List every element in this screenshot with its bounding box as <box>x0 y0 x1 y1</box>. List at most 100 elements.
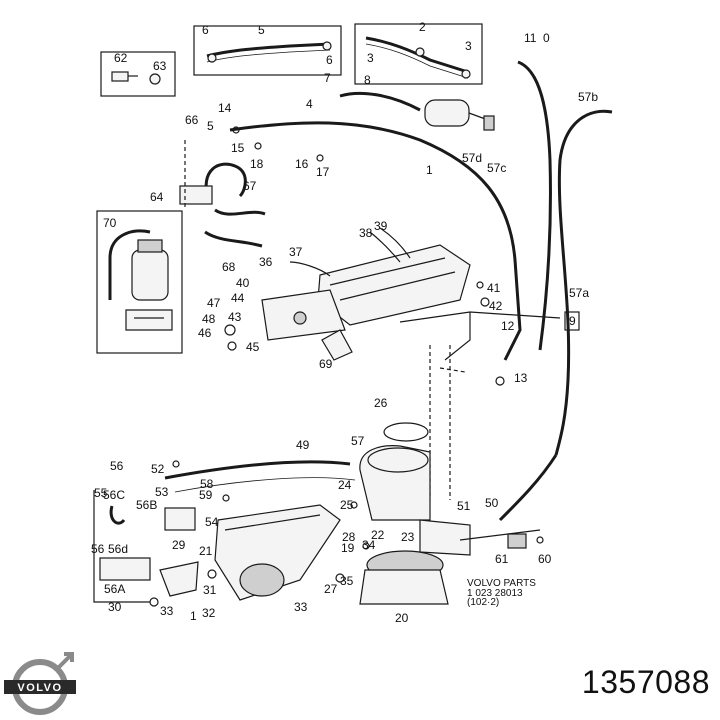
callout-label: 70 <box>103 216 117 230</box>
logo-text: VOLVO <box>17 682 62 694</box>
hose-union-64 <box>179 185 213 205</box>
callout-label: 1 <box>426 163 433 177</box>
callout-label: 5 <box>207 119 214 133</box>
callout-label: 58 <box>200 477 214 491</box>
callout-label: 16 <box>295 157 309 171</box>
callout-label: 61 <box>495 552 509 566</box>
callout-label: 25 <box>340 498 354 512</box>
bracket-9-box <box>564 311 580 331</box>
callout-label: 11 <box>524 31 537 45</box>
callout-label: 29 <box>172 538 186 552</box>
callout-label: 17 <box>316 165 330 179</box>
callout-label: 57c <box>487 161 506 175</box>
callout-label: 4 <box>306 97 313 111</box>
inset-frame-bracket <box>93 490 150 603</box>
callout-label: 18 <box>250 157 264 171</box>
callout-label: 31 <box>203 583 217 597</box>
hose-set-left <box>206 41 332 63</box>
callout-label: 40 <box>236 276 250 290</box>
callout-label: 27 <box>324 582 338 596</box>
callout-label: 19 <box>341 541 355 555</box>
callout-label: 57d <box>462 151 482 165</box>
callout-label: 69 <box>319 357 333 371</box>
inset-frame-sensor <box>100 51 176 97</box>
callout-label: 33 <box>294 600 308 614</box>
callout-label: 57 <box>351 434 365 448</box>
connector-60 <box>507 533 527 549</box>
callout-label: 36 <box>259 255 273 269</box>
inset-frame-hoses-left <box>193 25 342 76</box>
callout-label: 54 <box>205 515 219 529</box>
callout-label: 38 <box>359 226 373 240</box>
callout-label: 28 <box>342 530 356 544</box>
callout-label: 53 <box>155 485 169 499</box>
callout-label: 2 <box>419 20 426 34</box>
callout-label: 59 <box>199 488 213 502</box>
callout-label: 6 <box>202 23 209 37</box>
callout-label: 34 <box>362 538 376 552</box>
inset-frame-fuel-pump <box>96 210 183 354</box>
callout-label: 55 <box>94 486 108 500</box>
callout-label: 46 <box>198 326 212 340</box>
hose-64 <box>204 162 247 201</box>
callout-label: 50 <box>485 496 499 510</box>
hose-67 <box>214 208 266 216</box>
callout-label: 63 <box>153 59 167 73</box>
callout-label: 3 <box>465 39 472 53</box>
callout-label: 26 <box>374 396 388 410</box>
callout-label: 60 <box>538 552 552 566</box>
throttle-housing <box>214 504 341 601</box>
callout-label: 21 <box>199 544 213 558</box>
callout-label: 6 <box>326 53 333 67</box>
callout-label: 56 <box>91 542 105 556</box>
callout-label: 32 <box>202 606 216 620</box>
callout-label: 23 <box>401 530 415 544</box>
callout-label: 56d <box>108 542 128 556</box>
callout-label: 44 <box>231 291 245 305</box>
stamp-line-1: VOLVO PARTS <box>467 578 536 589</box>
callout-label: 57b <box>578 90 598 104</box>
air-flow-meter <box>359 422 471 605</box>
callout-label: 56C <box>103 488 125 502</box>
callout-label: 30 <box>108 600 122 614</box>
pipe-61 <box>459 529 541 541</box>
callout-label: 49 <box>296 438 310 452</box>
hose-set-right <box>365 36 471 79</box>
callout-label: 48 <box>202 312 216 326</box>
callout-label: 9 <box>569 314 576 328</box>
callout-label: 35 <box>340 574 354 588</box>
callout-label: 14 <box>218 101 232 115</box>
fuel-line-57b <box>554 109 613 456</box>
bracket-arm <box>444 312 471 361</box>
callout-label: 56B <box>136 498 157 512</box>
callout-label: 20 <box>395 611 409 625</box>
callout-label: 39 <box>374 219 388 233</box>
hose-68 <box>204 230 263 248</box>
callout-label: 7 <box>324 71 331 85</box>
callout-label: 45 <box>246 340 260 354</box>
fuel-line-return <box>498 454 558 522</box>
injector-line-38 <box>369 231 401 263</box>
fuel-filter <box>424 99 495 131</box>
callout-label: 66 <box>185 113 199 127</box>
callout-label: 56 <box>110 459 124 473</box>
part-number: 1357088 <box>581 664 710 700</box>
callout-label: 56A <box>104 582 125 596</box>
callout-label: 15 <box>231 141 245 155</box>
hose-49 <box>164 460 351 480</box>
aux-air-valve <box>99 505 199 597</box>
callout-label: 5 <box>258 23 265 37</box>
callout-label: 24 <box>338 478 352 492</box>
callout-label: 12 <box>501 319 515 333</box>
callout-label: 22 <box>371 528 385 542</box>
callout-label: 67 <box>243 179 257 193</box>
callout-label: 62 <box>114 51 128 65</box>
callout-label: 33 <box>160 604 174 618</box>
callout-label: 0 <box>543 31 550 45</box>
callout-label: 57a <box>569 286 589 300</box>
inset-frame-hoses-right <box>354 23 483 85</box>
intake-manifold <box>261 244 471 361</box>
callout-label: 42 <box>489 299 503 313</box>
fuel-line-8 <box>339 91 421 112</box>
